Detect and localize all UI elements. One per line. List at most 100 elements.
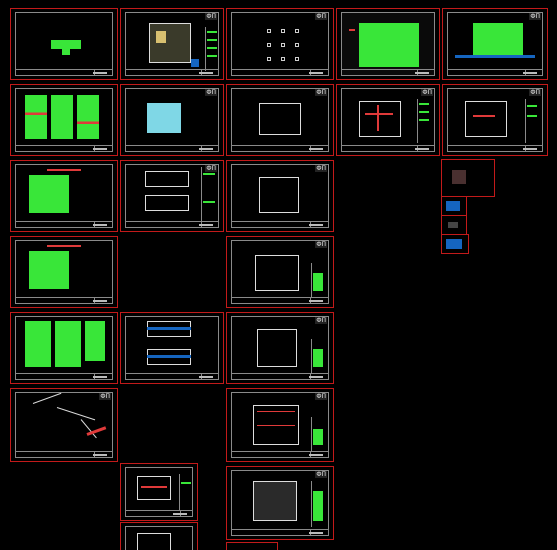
sheet-mini-3[interactable] — [441, 215, 467, 235]
sheet-frame — [231, 470, 329, 536]
sheet-electrical-plan-1[interactable]: ФП — [336, 84, 440, 156]
title-block — [231, 297, 329, 304]
notes-column — [77, 95, 99, 139]
sheet-notes-3[interactable] — [10, 160, 118, 232]
sheet-mini-2[interactable] — [441, 196, 467, 216]
sheet-floor-plan-2[interactable]: ФП — [226, 466, 334, 540]
sheet-frame — [231, 164, 329, 228]
title-block — [15, 69, 113, 76]
legend-line — [527, 105, 537, 107]
legend-column — [179, 474, 192, 510]
sheet-mini-1[interactable] — [441, 159, 495, 197]
wiring-route — [473, 115, 495, 117]
sheet-tag: ФП — [529, 89, 541, 96]
sheet-partial-bottom[interactable] — [226, 542, 278, 550]
legend-line — [203, 173, 215, 175]
sheet-tag: ФП — [205, 89, 217, 96]
legend-line — [207, 47, 217, 49]
sheet-structural-plan-1[interactable]: ФП — [226, 236, 334, 308]
sheet-frame — [447, 12, 543, 76]
sheet-spec-table-1[interactable] — [336, 8, 440, 80]
sheet-notes-4[interactable] — [10, 236, 118, 308]
sheet-frame — [125, 12, 219, 76]
legend-column — [417, 99, 430, 143]
legend-line — [527, 115, 537, 117]
sheet-foundation-plan[interactable]: ФП — [120, 84, 224, 156]
sheet-tag: ФП — [315, 471, 327, 478]
floor-plan-drawing — [149, 23, 191, 63]
legend-block — [313, 429, 323, 445]
foundation-slab — [147, 103, 181, 133]
detail-line — [141, 486, 167, 488]
elevation-drawing — [145, 195, 189, 211]
sheet-detail-1[interactable] — [120, 463, 198, 521]
notes-block — [29, 175, 69, 213]
plan-outline — [253, 405, 299, 445]
legend-block — [313, 491, 323, 521]
legend-column — [311, 481, 324, 527]
sheet-cover[interactable] — [10, 8, 118, 80]
detail-drawing — [137, 533, 171, 550]
sheet-frame — [341, 88, 435, 152]
sheet-tag: ФП — [529, 13, 541, 20]
sheet-frame — [125, 164, 219, 228]
sheet-roof-outline[interactable]: ФП — [226, 160, 334, 232]
sheet-site-route[interactable]: ФП — [10, 388, 118, 462]
legend-line — [203, 201, 215, 203]
title-block — [125, 221, 219, 228]
sheet-frame — [231, 392, 329, 458]
mini-drawing — [446, 201, 460, 211]
title-block — [125, 510, 193, 517]
title-block — [231, 69, 329, 76]
column-node — [267, 29, 271, 33]
sheet-elevations-1[interactable]: ФП — [120, 160, 224, 232]
sheet-electrical-plan-2[interactable]: ФП — [442, 84, 548, 156]
sheet-frame — [231, 240, 329, 304]
sheet-column-grid[interactable]: ФП — [226, 8, 334, 80]
column-node — [267, 43, 271, 47]
section-band — [147, 327, 191, 330]
mini-drawing — [452, 170, 466, 184]
sheet-structural-plan-2[interactable]: ФП — [226, 312, 334, 384]
legend-column — [311, 339, 324, 373]
title-block — [125, 145, 219, 152]
sheet-floor-plan-1[interactable]: ФП — [120, 8, 224, 80]
notes-block — [29, 251, 69, 289]
title-block — [15, 373, 113, 380]
wall-hatch — [257, 425, 295, 426]
column-node — [295, 29, 299, 33]
sheet-wall-plan[interactable]: ФП — [226, 388, 334, 462]
sheet-frame — [15, 88, 113, 152]
sheet-mini-4[interactable] — [441, 234, 469, 254]
sheet-notes-5[interactable] — [10, 312, 118, 384]
legend-line — [207, 55, 217, 57]
wall-hatch — [257, 411, 295, 412]
title-block — [231, 451, 329, 458]
plan-outline — [465, 101, 507, 137]
plan-outline — [257, 329, 297, 367]
legend-line — [419, 103, 429, 105]
sheet-outline-plan[interactable]: ФП — [226, 84, 334, 156]
plan-outline — [255, 255, 299, 291]
title-block — [125, 373, 219, 380]
legend-line — [419, 119, 429, 121]
sheet-frame — [15, 392, 113, 458]
sheet-tag: ФП — [315, 89, 327, 96]
title-block — [231, 373, 329, 380]
sheet-detail-2[interactable] — [120, 522, 198, 550]
table-highlight — [455, 55, 535, 58]
title-block — [15, 451, 113, 458]
sheet-notes-colored[interactable] — [10, 84, 118, 156]
notes-column — [51, 95, 73, 139]
sheet-frame — [231, 12, 329, 76]
detail-drawing — [137, 476, 171, 500]
sheet-spec-table-2[interactable]: ФП — [442, 8, 548, 80]
table-text-block — [359, 23, 419, 67]
header-line — [47, 245, 81, 247]
sheet-tag: ФП — [99, 393, 111, 400]
plan-outline — [253, 481, 297, 521]
title-logo — [51, 40, 81, 49]
sheet-frame — [447, 88, 543, 152]
sheet-sections[interactable] — [120, 312, 224, 384]
